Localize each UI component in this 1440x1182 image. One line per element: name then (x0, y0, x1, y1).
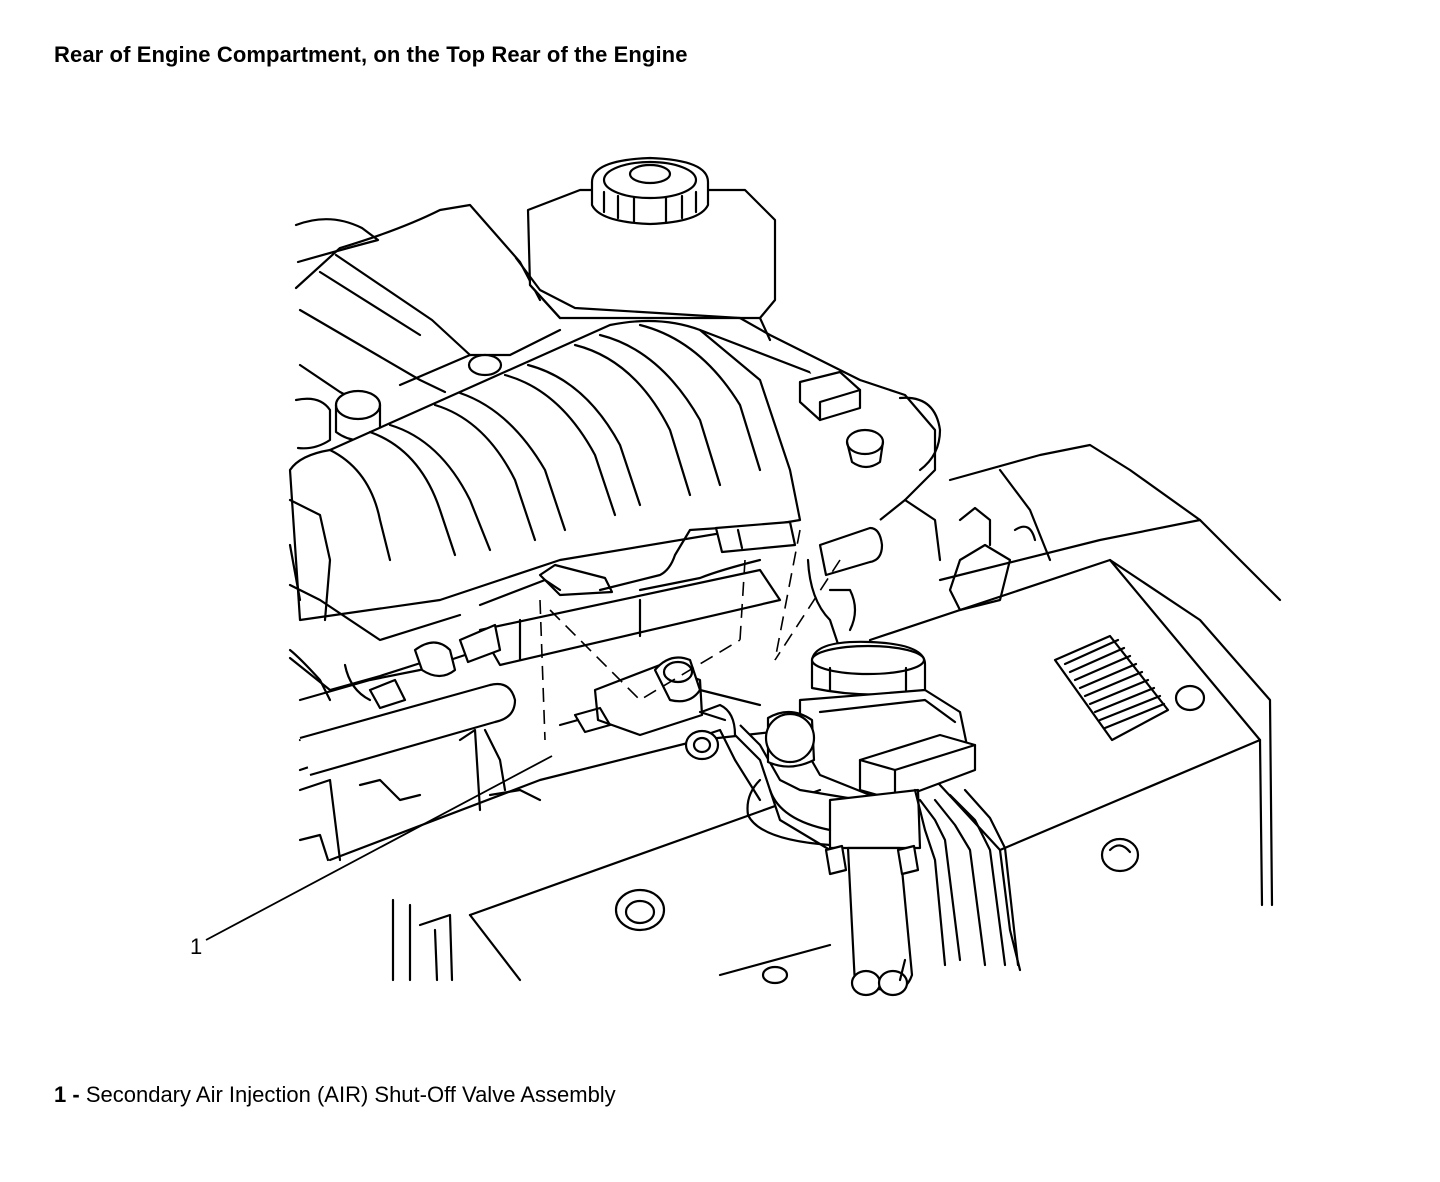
page-title: Rear of Engine Compartment, on the Top R… (54, 42, 688, 67)
legend-item-1: 1 - Secondary Air Injection (AIR) Shut-O… (54, 1082, 616, 1108)
legend-separator: - (72, 1082, 80, 1107)
electrical-connector (558, 656, 762, 737)
callout-leader-1 (205, 755, 553, 941)
intake-manifold (288, 319, 892, 622)
coolant-reservoir (514, 156, 802, 352)
callout-number-1: 1 (190, 934, 203, 959)
right-valve-cover (868, 443, 1282, 972)
air-shutoff-valve-assembly (679, 640, 1020, 997)
lower-engine-block (298, 718, 882, 985)
hoses-and-pipes (288, 520, 884, 812)
throttle-body-area (798, 349, 942, 562)
legend-label: Secondary Air Injection (AIR) Shut-Off V… (85, 1082, 616, 1107)
locator-dashed-lines (539, 529, 841, 741)
legend-number: 1 (54, 1082, 67, 1107)
